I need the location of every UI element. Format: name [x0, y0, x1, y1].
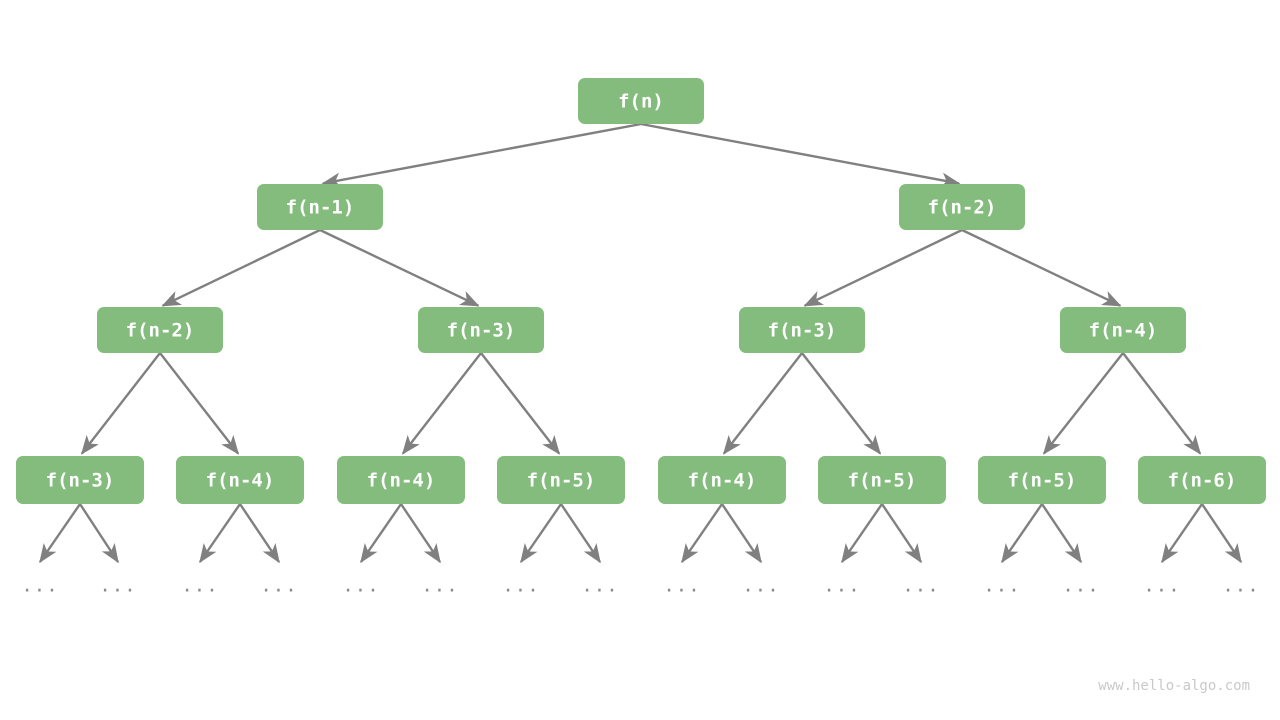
node-label: f(n-3) [46, 470, 115, 492]
tree-node-n10[interactable]: f(n-5) [497, 456, 625, 504]
node-label: f(n-1) [286, 197, 355, 219]
leaf-stub-edge [681, 503, 723, 564]
tree-node-n12[interactable]: f(n-5) [818, 456, 946, 504]
ellipsis-label: ... [983, 575, 1020, 597]
node-background [578, 78, 704, 124]
tree-node-n11[interactable]: f(n-4) [658, 456, 786, 504]
leaf-stub-edge [199, 503, 241, 564]
node-label: f(n-2) [928, 197, 997, 219]
tree-node-n4[interactable]: f(n-3) [418, 307, 544, 353]
node-background [739, 307, 865, 353]
node-background [1060, 307, 1186, 353]
leaf-stub-edge [39, 503, 81, 564]
node-background [497, 456, 625, 504]
tree-node-n7[interactable]: f(n-3) [16, 456, 144, 504]
node-label: f(n) [618, 91, 664, 113]
tree-node-n8[interactable]: f(n-4) [176, 456, 304, 504]
tree-edge [480, 352, 561, 455]
node-background [16, 456, 144, 504]
ellipsis-label: ... [342, 575, 379, 597]
node-background [658, 456, 786, 504]
ellipsis-label: ... [823, 575, 860, 597]
leaf-stub-edge [881, 503, 922, 564]
node-background [257, 184, 383, 230]
tree-edge [961, 228, 1122, 307]
node-background [818, 456, 946, 504]
node-background [1138, 456, 1266, 504]
tree-node-n5[interactable]: f(n-3) [739, 307, 865, 353]
tree-edge [321, 122, 642, 188]
node-label: f(n-5) [848, 470, 917, 492]
tree-edge [401, 352, 482, 455]
tree-node-n2[interactable]: f(n-2) [899, 184, 1025, 230]
node-label: f(n-5) [527, 470, 596, 492]
ellipsis-label: ... [581, 575, 618, 597]
ellipsis-label: ... [1222, 575, 1259, 597]
tree-edge [640, 122, 961, 188]
tree-edge [1042, 352, 1124, 455]
tree-edge [319, 228, 480, 307]
ellipsis-label: ... [99, 575, 136, 597]
node-label: f(n-4) [206, 470, 275, 492]
leaf-stub-edge [239, 503, 280, 564]
tree-edge [159, 352, 240, 455]
node-label: f(n-4) [688, 470, 757, 492]
tree-node-n14[interactable]: f(n-6) [1138, 456, 1266, 504]
leaf-stub-edge [1001, 503, 1043, 564]
nodes-layer: f(n) f(n-1) f(n-2) f(n-2) f(n-3) f(n-3) f(n-4)… [16, 78, 1266, 504]
ellipsis-label: ... [1062, 575, 1099, 597]
node-background [97, 307, 223, 353]
node-background [418, 307, 544, 353]
leaf-stub-edge [560, 503, 601, 564]
leaf-stub-edge [721, 503, 762, 564]
ellipsis-label: ... [421, 575, 458, 597]
tree-edge [161, 228, 321, 307]
tree-node-n3[interactable]: f(n-2) [97, 307, 223, 353]
leaf-stub-arrows-layer [39, 503, 1242, 564]
node-label: f(n-3) [768, 320, 837, 342]
ellipsis-label: ... [21, 575, 58, 597]
node-background [899, 184, 1025, 230]
watermark-label: www.hello-algo.com [1098, 678, 1250, 694]
ellipsis-label: ... [502, 575, 539, 597]
ellipsis-label: ... [902, 575, 939, 597]
tree-edge [801, 352, 882, 455]
ellipsis-label: ... [260, 575, 297, 597]
leaf-stub-edge [1161, 503, 1203, 564]
node-label: f(n-4) [367, 470, 436, 492]
tree-node-n0[interactable]: f(n) [578, 78, 704, 124]
node-label: f(n-4) [1089, 320, 1158, 342]
leaf-stub-edge [1201, 503, 1242, 564]
tree-edge [803, 228, 963, 307]
tree-edge [722, 352, 803, 455]
tree-node-n6[interactable]: f(n-4) [1060, 307, 1186, 353]
ellipsis-label: ... [1143, 575, 1180, 597]
tree-edge [80, 352, 161, 455]
node-label: f(n-2) [126, 320, 195, 342]
ellipsis-label: ... [663, 575, 700, 597]
node-label: f(n-3) [447, 320, 516, 342]
tree-node-n1[interactable]: f(n-1) [257, 184, 383, 230]
ellipsis-label: ... [742, 575, 779, 597]
tree-node-n13[interactable]: f(n-5) [978, 456, 1106, 504]
leaf-stub-edge [520, 503, 562, 564]
leaf-stub-edge [841, 503, 883, 564]
node-background [176, 456, 304, 504]
tree-node-n9[interactable]: f(n-4) [337, 456, 465, 504]
node-background [978, 456, 1106, 504]
leaf-stub-edge [400, 503, 441, 564]
tree-edge [1122, 352, 1202, 455]
ellipsis-label: ... [181, 575, 218, 597]
node-label: f(n-6) [1168, 470, 1237, 492]
leaf-stub-edge [78, 503, 120, 564]
leaf-stub-edge [1041, 503, 1082, 564]
ellipses-layer: ........................................… [21, 575, 1259, 597]
node-label: f(n-5) [1008, 470, 1077, 492]
node-background [337, 456, 465, 504]
edges-layer [80, 122, 1202, 455]
leaf-stub-edge [360, 503, 402, 564]
